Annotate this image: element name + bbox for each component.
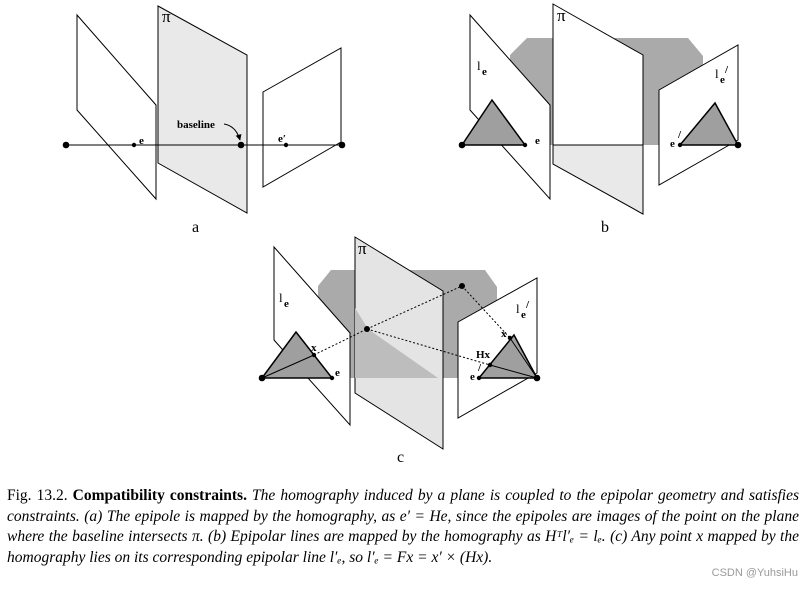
pi-plane-lower-shade (552, 144, 644, 215)
epipole-left-label: e (335, 367, 340, 379)
right-image-plane (658, 44, 739, 186)
panel-c: π l e l e / x x Hx e e / c (258, 236, 541, 466)
panel-c-letter: c (397, 449, 404, 466)
line-right-sub: e (720, 74, 725, 86)
epipole-right-label: e (470, 371, 475, 383)
epipole-right-label: e (670, 138, 675, 150)
epipolar-triangle-right (477, 333, 539, 379)
epipolar-triangle-right (678, 101, 740, 146)
camera-center-left (258, 374, 266, 382)
epipole-right-prime: / (477, 362, 482, 374)
line-right-label: l (516, 301, 520, 316)
ray-dotted-x-to-X (313, 328, 368, 356)
epipole-left-label: e (139, 135, 144, 147)
right-image-plane (457, 277, 538, 419)
point-hx (487, 362, 493, 368)
left-image-plane (76, 13, 157, 201)
ray-dotted-X-to-hx (366, 328, 491, 366)
camera-center-right (338, 141, 346, 149)
line-left-sub: e (482, 66, 487, 78)
epipole-right-point (677, 142, 683, 148)
baseline-plane-intersection (237, 141, 245, 149)
point-x (311, 352, 317, 358)
line-left-sub: e (284, 298, 289, 310)
point-xprime-label: x (501, 328, 507, 340)
line-right-prime: / (724, 64, 729, 76)
ray-right-to-xprime (509, 337, 538, 379)
pi-label: π (557, 6, 566, 25)
epipole-left-point (522, 142, 528, 148)
epipolar-triangle-left (460, 98, 527, 146)
baseline-arrow (223, 123, 242, 141)
line-right-sub: e (521, 309, 526, 321)
point-hx-label: Hx (476, 349, 491, 361)
figure-caption: Fig. 13.2. Compatibility constraints. Th… (7, 486, 799, 568)
camera-center-left (458, 141, 466, 149)
camera-center-right (533, 374, 541, 382)
ray-dotted-X-to-top (366, 285, 463, 330)
right-image-plane (262, 47, 342, 188)
panel-b: π l e l e / e e / b (458, 3, 742, 236)
epipole-left-label: e (535, 135, 540, 147)
ray-right-to-hx (489, 364, 538, 379)
line-left-label: l (477, 58, 481, 73)
panel-a-letter: a (192, 219, 199, 236)
line-right-label: l (715, 66, 719, 81)
camera-center-right (734, 141, 742, 149)
caption-figure-number: Fig. 13.2. (7, 487, 68, 504)
ray-left-to-x (261, 354, 315, 379)
panel-a: π e e′ baseline a (62, 5, 346, 236)
caption-body: The homography induced by a plane is cou… (7, 487, 800, 566)
epipole-left-point (131, 142, 137, 148)
point-x-label: x (311, 342, 317, 354)
epipole-right-point (283, 142, 289, 148)
caption-title: Compatibility constraints. (72, 487, 247, 504)
camera-center-left (62, 141, 70, 149)
line-left-label: l (279, 290, 283, 305)
baseline-label: baseline (177, 119, 215, 131)
line-right-prime: / (525, 299, 530, 311)
epipole-right-label: e′ (278, 133, 286, 145)
pi-plane-shadow (355, 308, 438, 378)
space-point (459, 283, 465, 289)
left-image-plane (469, 13, 551, 201)
epipole-right-prime: / (677, 129, 682, 141)
epipole-left-point (329, 375, 335, 381)
panel-b-letter: b (601, 219, 609, 236)
pi-label: π (358, 239, 367, 258)
left-image-plane (273, 245, 351, 427)
watermark: CSDN @YuhsiHu (711, 567, 798, 579)
pi-plane (157, 5, 248, 214)
epipole-right-point (476, 375, 482, 381)
plane-point (364, 326, 370, 332)
pi-label: π (162, 7, 171, 26)
point-xprime (507, 335, 513, 341)
